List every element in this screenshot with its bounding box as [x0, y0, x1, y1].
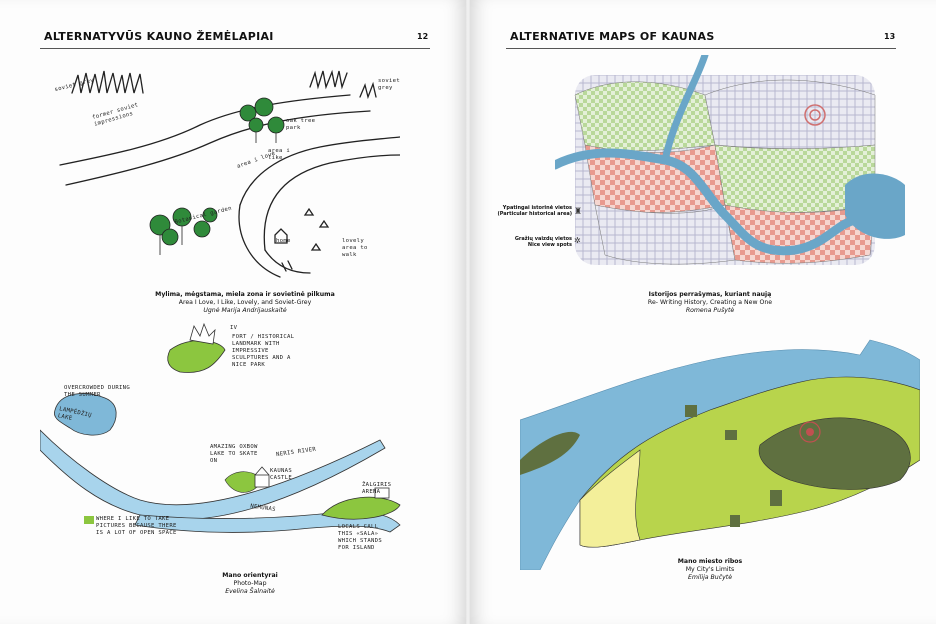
label-oak-park: oak tree park	[286, 118, 316, 131]
caption-title: Istorijos perrašymas, kuriant naują	[648, 291, 772, 298]
love-like-sketch-map	[59, 69, 400, 278]
legend-view-label-en: Nice view spots	[527, 242, 572, 248]
label-area-like: area i like	[268, 148, 291, 161]
left-map1-caption: Mylima, mėgstama, miela zona ir sovietin…	[130, 291, 360, 315]
caption-author: Romena Pušytė	[685, 307, 735, 314]
caption-author: Ugnė Marija Andrijauskaitė	[203, 307, 287, 314]
left-page-number: 12	[417, 32, 429, 41]
label-overcrowded: OVERCROWDED DURING THE SUMMER	[64, 385, 131, 398]
label-pictures-legend: WHERE I LIKE TO TAKE PICTURES BECAUSE TH…	[96, 516, 177, 536]
caption-subtitle: Area I Love, I Like, Lovely, and Soviet-…	[178, 299, 312, 306]
castle-icon: ♜	[574, 206, 583, 216]
caption-author: Evelina Šalnaitė	[225, 588, 275, 595]
right-page-number: 13	[884, 32, 896, 41]
left-header-rule	[40, 48, 430, 49]
caption-title: Mano miesto ribos	[677, 558, 743, 565]
legend-historical-label: Ypatingai istorinė vietos (Particular hi…	[497, 205, 572, 217]
caption-subtitle: My City's Limits	[685, 566, 735, 573]
caption-title: Mano orientyrai	[222, 572, 278, 579]
rewriting-history-map	[555, 55, 905, 265]
right-page: ALTERNATIVE MAPS OF KAUNAS 13 Ypatingai	[470, 0, 936, 624]
left-page: ALTERNATYVŪS KAUNO ŽEMĖLAPIAI 12	[0, 0, 466, 624]
photo-sketch-map	[40, 322, 401, 533]
legend-view-label-lt: Gražių vaizdų vietos	[514, 236, 572, 242]
right-page-header: ALTERNATIVE MAPS OF KAUNAS	[510, 30, 715, 43]
label-sala: LOCALS CALL THIS «SALA» WHICH STANDS FOR…	[338, 524, 383, 551]
label-zalgiris-arena: ŽALGIRIS ARENA	[362, 482, 392, 495]
legend-historical-area: Ypatingai istorinė vietos (Particular hi…	[496, 205, 572, 217]
right-map1-caption: Istorijos perrašymas, kuriant naują Re- …	[610, 291, 810, 315]
caption-author: Emilija Bučytė	[687, 574, 733, 581]
label-oxbow-lake: AMAZING OXBOW LAKE TO SKATE ON	[210, 444, 258, 464]
left-map2-caption: Mano orientyrai Photo-Map Evelina Šalnai…	[150, 572, 350, 596]
caption-title: Mylima, mėgstama, miela zona ir sovietin…	[155, 291, 335, 298]
label-fort: FORT / HISTORICAL LANDMARK WITH IMPRESSI…	[232, 334, 295, 368]
left-page-header: ALTERNATYVŪS KAUNO ŽEMĖLAPIAI	[44, 30, 274, 43]
caption-subtitle: Re- Writing History, Creating a New One	[647, 299, 773, 306]
label-soviet-grey-right: soviet grey	[378, 78, 401, 91]
right-map2-caption: Mano miesto ribos My City's Limits Emili…	[610, 558, 810, 582]
city-limits-map	[520, 339, 920, 570]
label-kaunas-castle: KAUNAS CASTLE	[270, 468, 293, 481]
right-header-rule	[506, 48, 896, 49]
label-fort-number: IV	[230, 325, 238, 331]
legend-nice-view: Gražių vaizdų vietos Nice view spots	[496, 236, 572, 248]
caption-subtitle: Photo-Map	[233, 580, 267, 587]
label-lovely-area: lovely area to walk	[342, 238, 368, 258]
label-home: home	[276, 238, 291, 244]
star-icon: ✲	[574, 236, 581, 245]
